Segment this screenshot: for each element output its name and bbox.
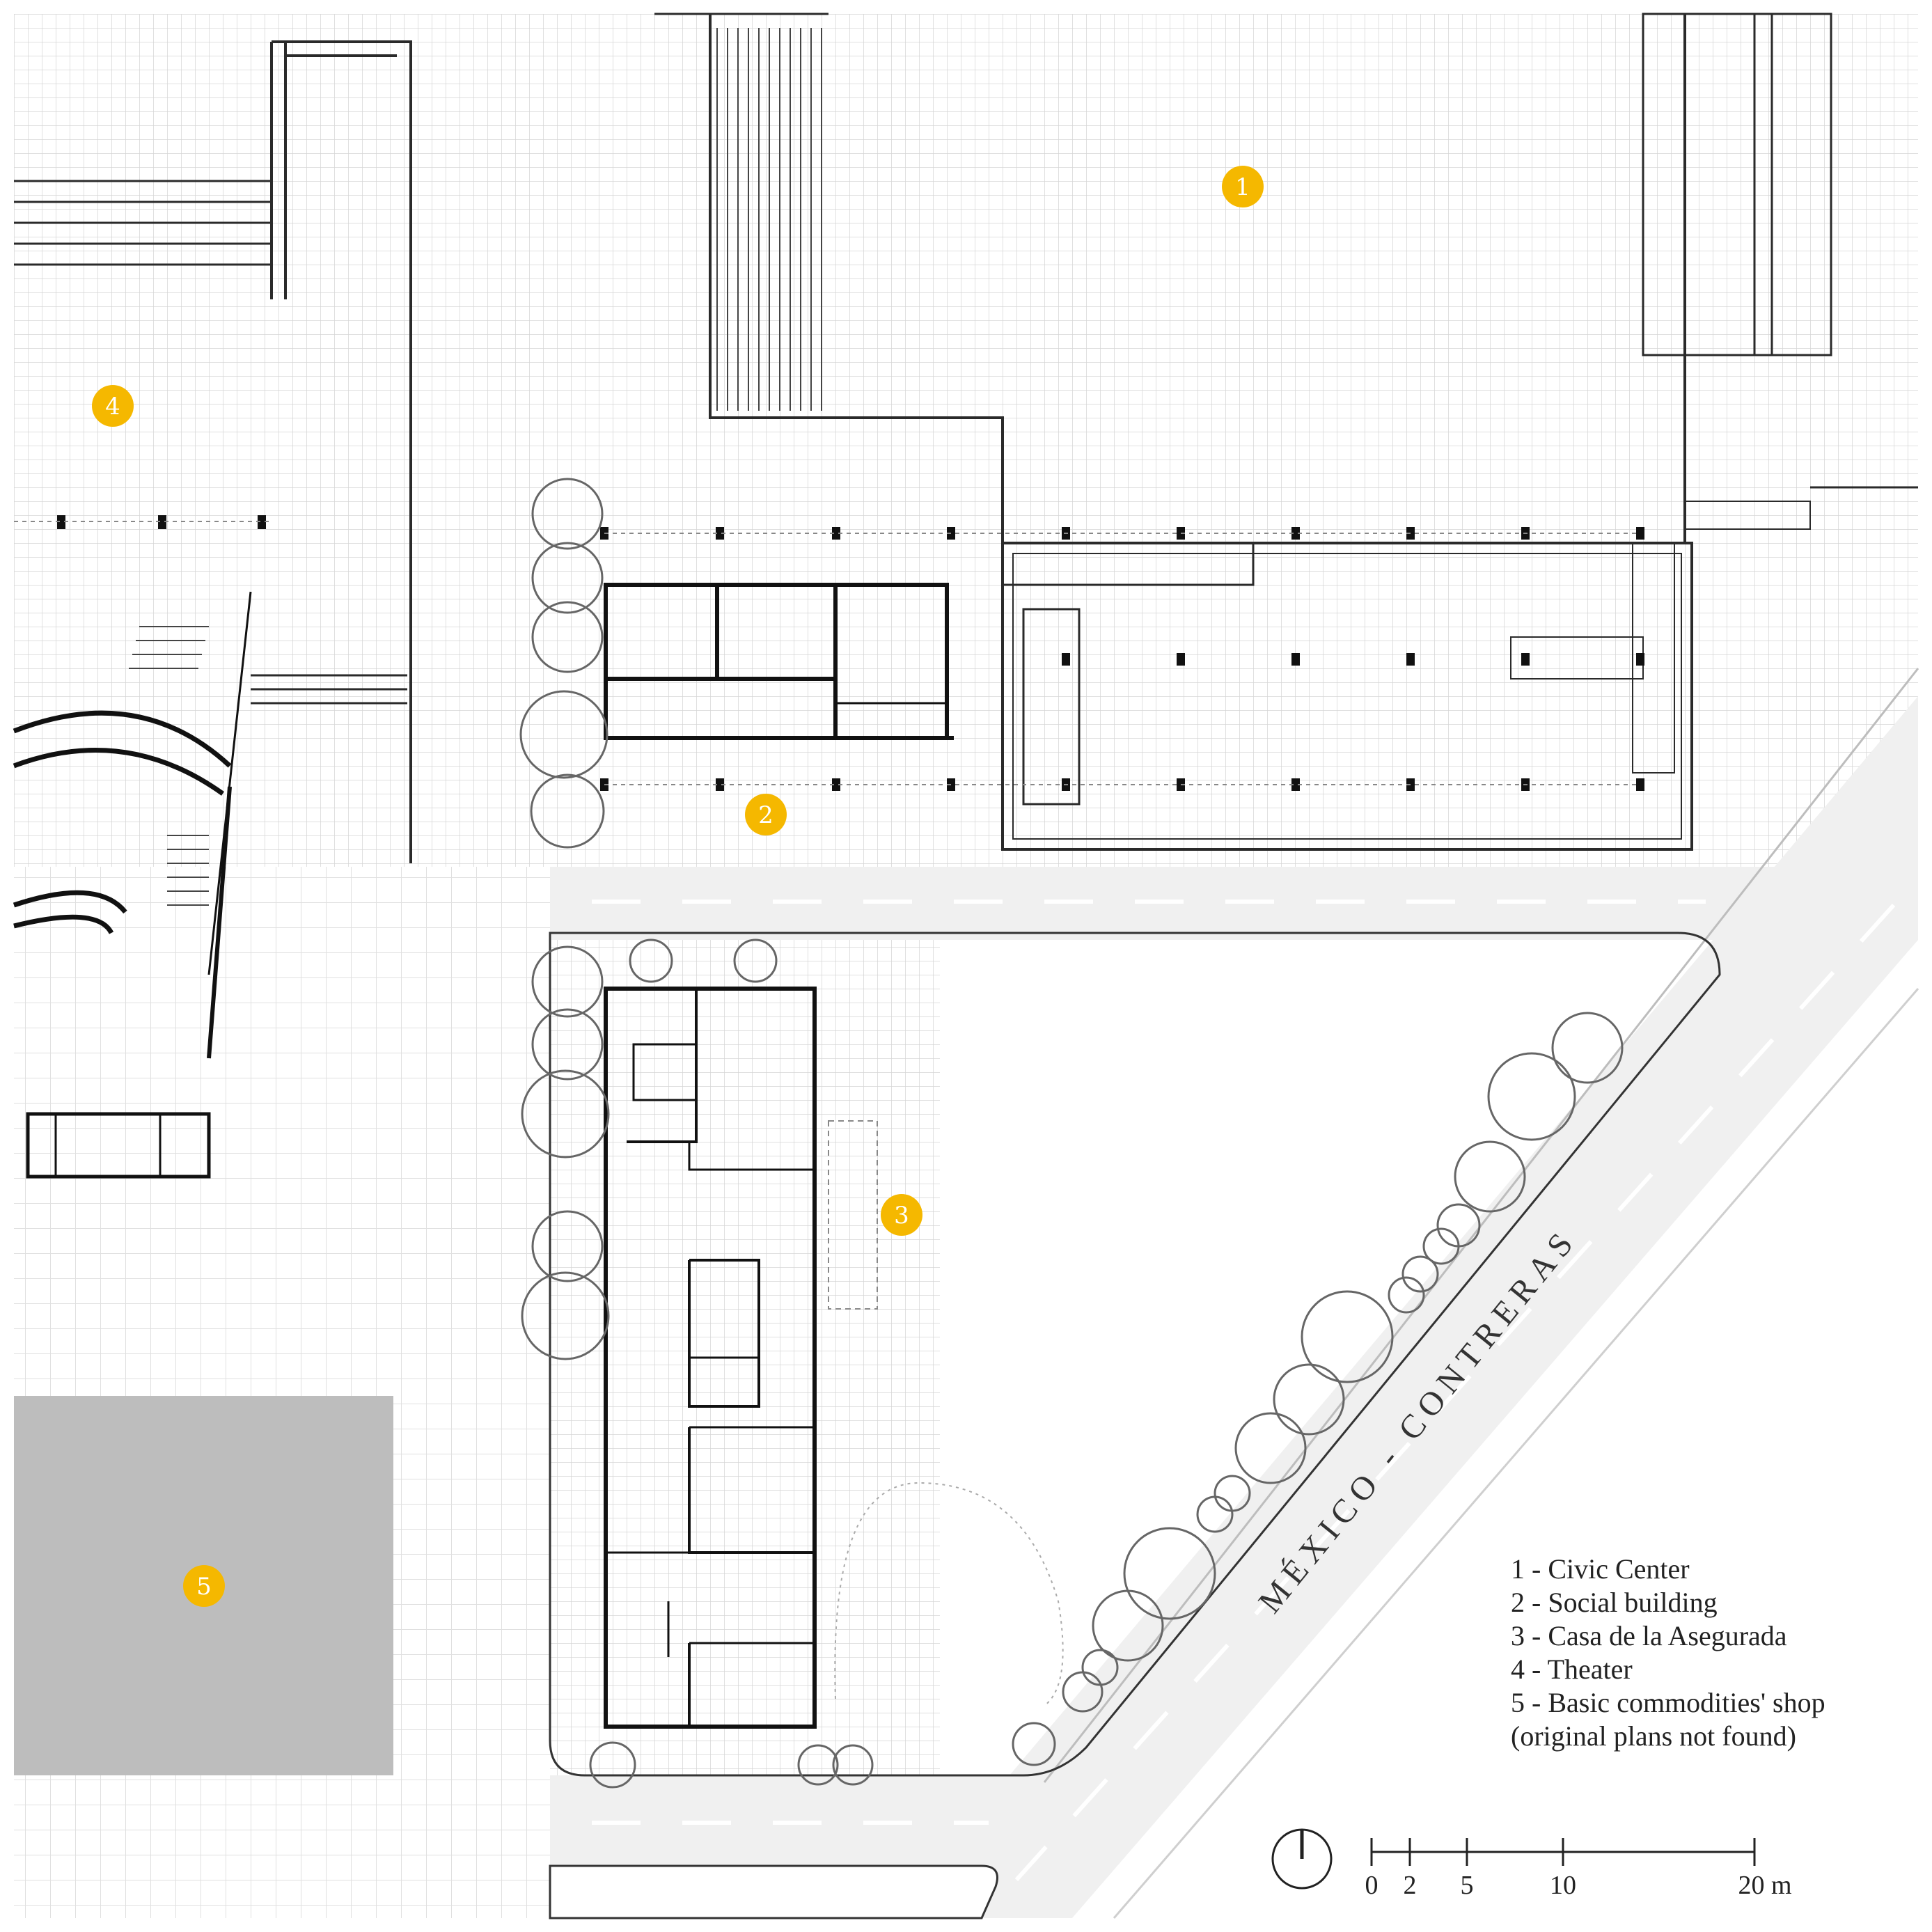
legend-item-4: 4 - Theater: [1511, 1654, 1633, 1685]
scale-tick-2: 2: [1404, 1871, 1417, 1900]
casa-garden: [834, 1482, 1064, 1706]
legend-item-note: (original plans not found): [1511, 1720, 1796, 1752]
scale-bar: 0 2 5 10 20 m: [1365, 1838, 1792, 1900]
marker-3: 3: [881, 1194, 922, 1236]
theater-stairs: [129, 626, 209, 906]
casa-entrance: [828, 1120, 878, 1310]
marker-4-label: 4: [105, 393, 120, 421]
legend: 1 - Civic Center 2 - Social building 3 -…: [1511, 1553, 1825, 1753]
legend-item-1: 1 - Civic Center: [1511, 1553, 1690, 1585]
marker-2: 2: [745, 794, 787, 835]
column-lines: [14, 521, 1640, 785]
plaza-walls: [14, 40, 412, 863]
scale-tick-0: 0: [1365, 1871, 1379, 1900]
marker-4: 4: [92, 385, 134, 427]
legend-item-5: 5 - Basic commodities' shop: [1511, 1687, 1825, 1718]
marker-1: 1: [1222, 166, 1264, 207]
marker-1-label: 1: [1235, 173, 1250, 201]
trees: [519, 478, 1624, 1789]
legend-item-3: 3 - Casa de la Asegurada: [1511, 1620, 1787, 1651]
marker-5: 5: [183, 1565, 225, 1607]
marker-3-label: 3: [894, 1202, 909, 1230]
columns: [57, 515, 1644, 791]
social-building: [604, 583, 954, 740]
legend-item-2: 2 - Social building: [1511, 1587, 1718, 1618]
paving: [14, 14, 1918, 1918]
scale-tick-10: 10: [1550, 1871, 1576, 1900]
stairs-civic: [716, 28, 822, 411]
civic-center: [654, 13, 1918, 851]
marker-2-label: 2: [758, 801, 773, 829]
theater: [13, 591, 252, 1179]
scale-tick-5: 5: [1461, 1871, 1474, 1900]
casa-de-la-asegurada: [604, 987, 817, 1729]
marker-5-label: 5: [196, 1573, 212, 1601]
scale-tick-20: 20 m: [1738, 1871, 1791, 1900]
roads: [549, 668, 1919, 1919]
north-arrow-icon: [1271, 1828, 1333, 1890]
